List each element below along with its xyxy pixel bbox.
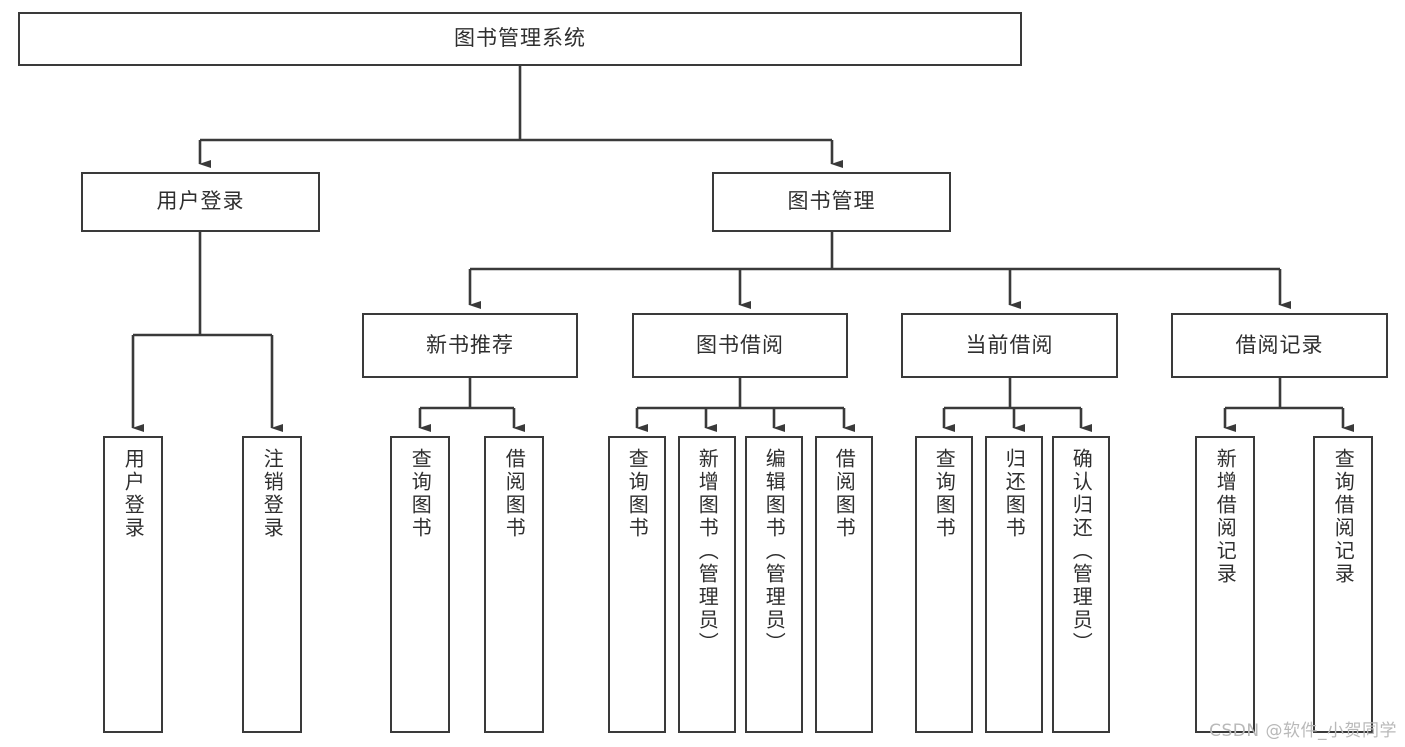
leaf-edit-book-admin-label: 编辑图书（管理员） [762, 448, 787, 655]
node-book-management-label: 图书管理 [787, 189, 876, 214]
leaf-return-book[interactable]: 归还图书 [985, 436, 1043, 733]
leaf-edit-book-admin[interactable]: 编辑图书（管理员） [745, 436, 803, 733]
leaf-query-book-recommend-label: 查询图书 [408, 448, 433, 540]
node-current-borrow[interactable]: 当前借阅 [901, 313, 1118, 378]
leaf-query-borrow-record[interactable]: 查询借阅记录 [1313, 436, 1373, 733]
node-root-label: 图书管理系统 [454, 26, 586, 51]
leaf-user-login-label: 用户登录 [121, 448, 146, 540]
node-new-book-recommend[interactable]: 新书推荐 [362, 313, 578, 378]
leaf-add-borrow-record[interactable]: 新增借阅记录 [1195, 436, 1255, 733]
node-root[interactable]: 图书管理系统 [18, 12, 1022, 66]
leaf-query-book-borrow[interactable]: 查询图书 [608, 436, 666, 733]
node-current-borrow-label: 当前借阅 [965, 332, 1054, 357]
leaf-borrow-book-label: 借阅图书 [832, 448, 857, 540]
leaf-add-borrow-record-label: 新增借阅记录 [1213, 448, 1238, 586]
leaf-add-book-admin[interactable]: 新增图书（管理员） [678, 436, 736, 733]
node-borrow-record-label: 借阅记录 [1235, 332, 1324, 357]
leaf-user-login[interactable]: 用户登录 [103, 436, 163, 733]
node-user-login[interactable]: 用户登录 [81, 172, 320, 232]
leaf-confirm-return-admin[interactable]: 确认归还（管理员） [1052, 436, 1110, 733]
leaf-query-book-borrow-label: 查询图书 [625, 448, 650, 540]
watermark: CSDN @软件_小贺同学 [1209, 721, 1397, 741]
node-new-book-recommend-label: 新书推荐 [426, 332, 514, 357]
leaf-add-book-admin-label: 新增图书（管理员） [695, 448, 720, 655]
leaf-return-book-label: 归还图书 [1002, 448, 1027, 540]
node-user-login-label: 用户登录 [156, 189, 245, 214]
leaf-query-book-recommend[interactable]: 查询图书 [390, 436, 450, 733]
node-book-management[interactable]: 图书管理 [712, 172, 951, 232]
node-book-borrow[interactable]: 图书借阅 [632, 313, 848, 378]
leaf-borrow-book-recommend[interactable]: 借阅图书 [484, 436, 544, 733]
leaf-query-book-current[interactable]: 查询图书 [915, 436, 973, 733]
leaf-borrow-book-recommend-label: 借阅图书 [502, 448, 527, 540]
leaf-query-borrow-record-label: 查询借阅记录 [1331, 448, 1356, 586]
leaf-logout-label: 注销登录 [260, 448, 285, 540]
node-borrow-record[interactable]: 借阅记录 [1171, 313, 1388, 378]
leaf-borrow-book[interactable]: 借阅图书 [815, 436, 873, 733]
leaf-query-book-current-label: 查询图书 [932, 448, 957, 540]
leaf-confirm-return-admin-label: 确认归还（管理员） [1069, 448, 1094, 655]
leaf-logout[interactable]: 注销登录 [242, 436, 302, 733]
node-book-borrow-label: 图书借阅 [696, 332, 784, 357]
